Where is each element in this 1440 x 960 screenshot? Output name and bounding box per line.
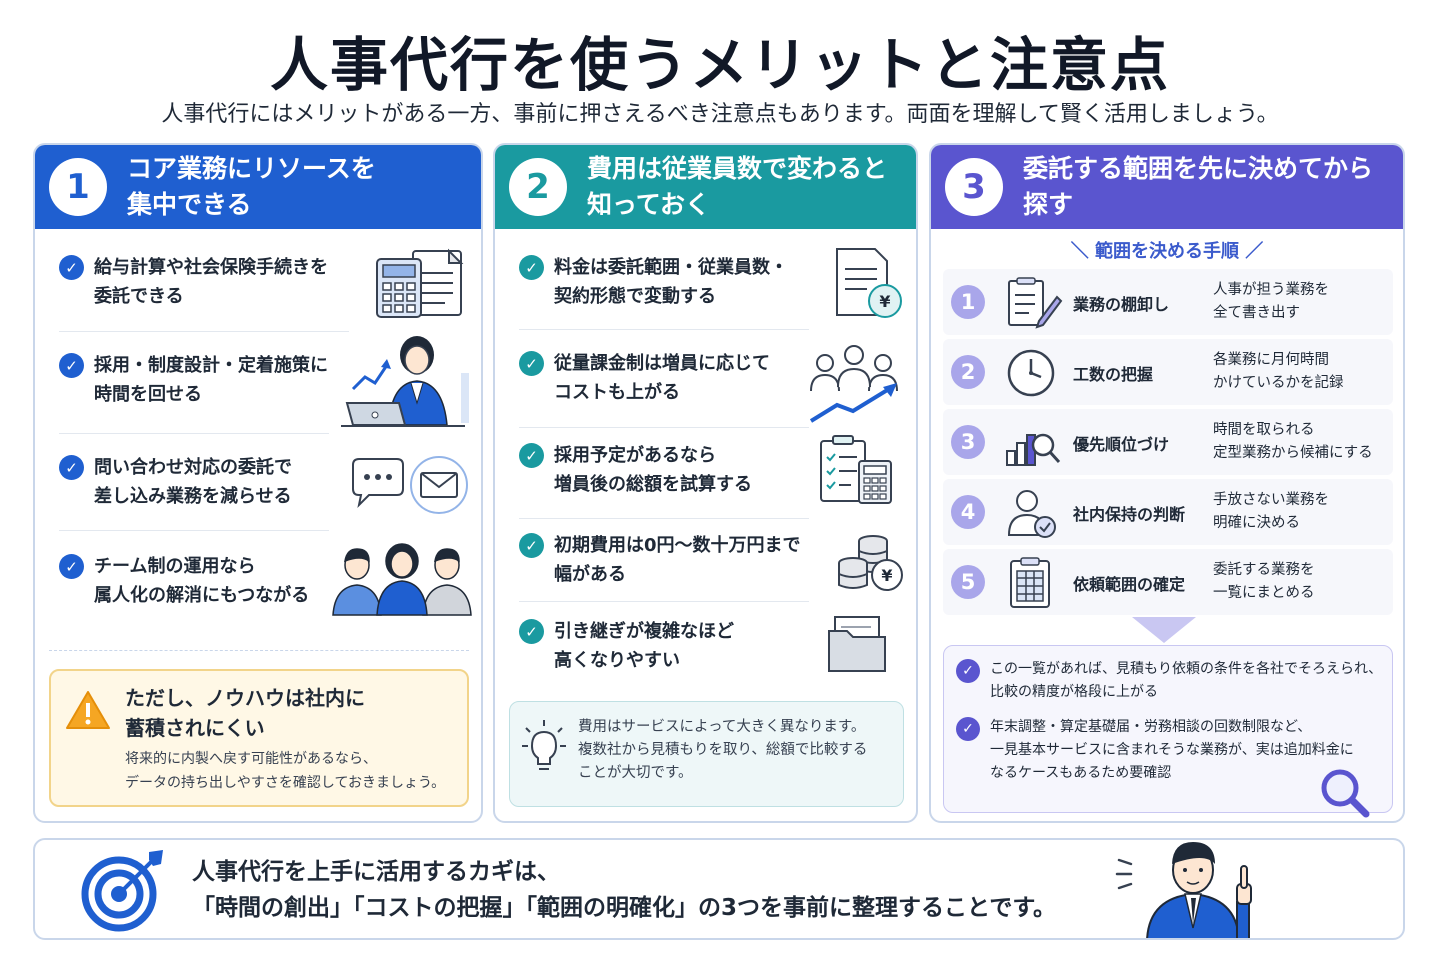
sparkle-icon xyxy=(1115,858,1133,890)
card-header: 1 コア業務にリソースを 集中できる xyxy=(35,145,481,229)
list-item: ✓ 初期費用は0円〜数十万円まで幅がある xyxy=(519,531,801,589)
step-number: 4 xyxy=(951,495,985,529)
calculator-document-icon xyxy=(376,248,464,318)
step-row: 5 依頼範囲の確定 委託する業務を一覧にまとめる xyxy=(943,549,1393,615)
step-row: 3 優先順位づけ 時間を取られる定型業務から候補にする xyxy=(943,409,1393,475)
warning-title: ただし、ノウハウは社内に蓄積されにくい xyxy=(125,686,365,740)
warning-icon xyxy=(66,691,110,729)
checklist-calculator-icon xyxy=(820,435,892,504)
list-item: ✓ 採用・制度設計・定着施策に時間を回せる xyxy=(59,351,328,409)
target-icon xyxy=(81,850,163,932)
check-icon: ✓ xyxy=(519,255,544,280)
businessman-pointing-icon xyxy=(1146,842,1252,938)
clipboard-table-icon xyxy=(1010,557,1050,608)
list-item: ✓ 給与計算や社会保険手続きを委託できる xyxy=(59,253,328,311)
conclusion-banner: 人事代行を上手に活用するカギは、「時間の創出」「コストの把握」「範囲の明確化」の… xyxy=(33,838,1405,940)
svg-text:¥: ¥ xyxy=(881,566,892,585)
divider xyxy=(519,601,809,602)
divider xyxy=(519,329,809,330)
step-description: 時間を取られる定型業務から候補にする xyxy=(1213,422,1373,461)
step-row: 1 業務の棚卸し 人事が担う業務を全て書き出す xyxy=(943,269,1393,335)
woman-laptop-icon xyxy=(341,336,469,427)
step-number: 3 xyxy=(951,425,985,459)
summary-item: ✓ 年末調整・算定基礎届・労務相談の回数制限など、一見基本サービスに含まれそうな… xyxy=(956,716,1354,785)
step-description: 手放さない業務を明確に決める xyxy=(1213,492,1329,531)
card-title: 委託する範囲を先に決めてから探す xyxy=(1023,154,1374,219)
step-name: 依頼範囲の確定 xyxy=(1073,575,1186,594)
document-yen-icon: ¥ xyxy=(836,248,902,318)
tip-box: 費用はサービスによって大きく異なります。複数社から見積もりを取り、総額で比較する… xyxy=(509,701,904,807)
divider xyxy=(519,518,809,519)
team-icon xyxy=(332,543,472,616)
divider xyxy=(519,427,809,428)
page-subtitle: 人事代行にはメリットがある一方、事前に押さえるべき注意点もあります。両面を理解し… xyxy=(161,102,1279,127)
card-number: 2 xyxy=(509,158,567,216)
card-header: 2 費用は従業員数で変わると知っておく xyxy=(495,145,916,229)
divider xyxy=(59,530,329,531)
steps-label: ＼ 範囲を決める手順 ／ xyxy=(1070,241,1264,262)
chart-magnifier-icon xyxy=(1006,433,1061,466)
check-icon: ✓ xyxy=(59,455,84,480)
card-title: コア業務にリソースを 集中できる xyxy=(127,154,376,219)
summary-box: ✓ この一覧があれば、見積もり依頼の条件を各社でそろえられ、比較の精度が格段に上… xyxy=(943,645,1393,818)
list-item: ✓ 従量課金制は増員に応じてコストも上がる xyxy=(519,349,770,407)
list-item: ✓ 問い合わせ対応の委託で差し込み業務を減らせる xyxy=(59,453,292,511)
step-name: 社内保持の判断 xyxy=(1073,505,1186,524)
warning-body: 将来的に内製へ戻す可能性があるなら、データの持ち出しやすさを確認しておきましょう… xyxy=(125,751,446,791)
check-icon: ✓ xyxy=(956,659,980,683)
step-row: 4 社内保持の判断 手放さない業務を明確に決める xyxy=(943,479,1393,545)
check-icon: ✓ xyxy=(519,619,544,644)
svg-text:¥: ¥ xyxy=(879,292,890,311)
card-core-resources: 1 コア業務にリソースを 集中できる ✓ 給与計算や社会保険手続きを委託できる … xyxy=(33,143,483,823)
lightbulb-icon xyxy=(522,720,566,770)
page-title: 人事代行を使うメリットと注意点 xyxy=(269,31,1170,99)
folder-icon xyxy=(828,616,886,672)
card-number: 1 xyxy=(49,158,107,216)
arrow-down-icon xyxy=(1132,617,1196,643)
divider xyxy=(59,433,329,434)
card-header: 3 委託する範囲を先に決めてから探す xyxy=(931,145,1403,229)
clock-icon xyxy=(1007,349,1055,397)
step-description: 人事が担う業務を全て書き出す xyxy=(1213,282,1329,321)
list-item: ✓ チーム制の運用なら属人化の解消にもつながる xyxy=(59,552,309,610)
step-name: 業務の棚卸し xyxy=(1073,295,1170,314)
check-icon: ✓ xyxy=(519,533,544,558)
card-title: 費用は従業員数で変わると知っておく xyxy=(587,154,888,219)
tip-body: 費用はサービスによって大きく異なります。複数社から見積もりを取り、総額で比較する… xyxy=(578,719,868,781)
check-icon: ✓ xyxy=(519,351,544,376)
step-description: 委託する業務を一覧にまとめる xyxy=(1213,562,1315,601)
list-item: ✓ 料金は委託範囲・従業員数・契約形態で変動する xyxy=(519,253,788,311)
check-icon: ✓ xyxy=(519,443,544,468)
magnifier-icon xyxy=(1321,769,1370,818)
card-cost: 2 費用は従業員数で変わると知っておく ✓ 料金は委託範囲・従業員数・契約形態で… xyxy=(493,143,918,823)
divider xyxy=(49,650,469,651)
step-number: 1 xyxy=(951,285,985,319)
list-item: ✓ 採用予定があるなら増員後の総額を試算する xyxy=(519,441,752,499)
person-check-icon xyxy=(1007,490,1056,538)
step-name: 工数の把握 xyxy=(1073,365,1154,384)
coins-yen-icon: ¥ xyxy=(838,535,903,591)
conclusion-text: 人事代行を上手に活用するカギは、「時間の創出」「コストの把握」「範囲の明確化」の… xyxy=(192,859,1057,921)
step-description: 各業務に月何時間かけているかを記録 xyxy=(1213,352,1344,391)
step-number: 5 xyxy=(951,565,985,599)
check-icon: ✓ xyxy=(59,255,84,280)
checklist-pen-icon xyxy=(1008,277,1063,329)
card-scope: 3 委託する範囲を先に決めてから探す ＼ 範囲を決める手順 ／ 1 業務の棚卸し… xyxy=(929,143,1405,823)
step-number: 2 xyxy=(951,355,985,389)
step-name: 優先順位づけ xyxy=(1073,435,1170,454)
check-icon: ✓ xyxy=(59,554,84,579)
chat-mail-icon xyxy=(352,456,468,514)
list-item: ✓ 引き継ぎが複雑なほど高くなりやすい xyxy=(519,617,734,675)
check-icon: ✓ xyxy=(956,717,980,741)
divider xyxy=(59,331,349,332)
step-row: 2 工数の把握 各業務に月何時間かけているかを記録 xyxy=(943,339,1393,405)
summary-item: ✓ この一覧があれば、見積もり依頼の条件を各社でそろえられ、比較の精度が格段に上… xyxy=(956,658,1382,704)
people-growth-icon xyxy=(809,345,898,423)
card-number: 3 xyxy=(945,158,1003,216)
check-icon: ✓ xyxy=(59,353,84,378)
warning-box: ただし、ノウハウは社内に蓄積されにくい 将来的に内製へ戻す可能性があるなら、デー… xyxy=(49,669,469,807)
